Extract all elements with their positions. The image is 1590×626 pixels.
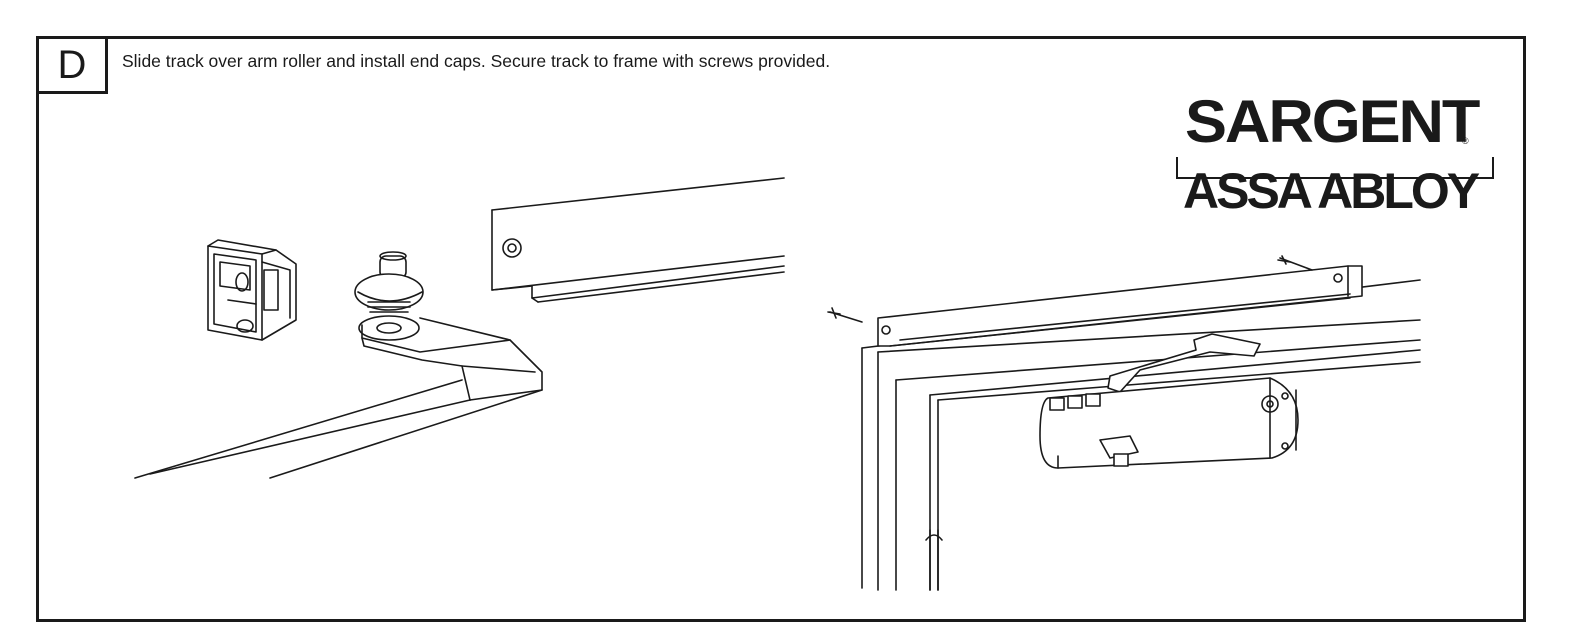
- step-label: D: [36, 36, 108, 94]
- track-drawing: [491, 177, 785, 303]
- registered-mark: ®: [1462, 136, 1469, 146]
- logo-bracket-rule: [1176, 157, 1494, 179]
- assa-abloy-logo: ASSA ABLOY: [1183, 163, 1480, 219]
- sargent-logo: SARGENT: [1185, 88, 1480, 155]
- door-closer-drawing: [1039, 333, 1299, 469]
- mounted-track-drawing: [827, 255, 1363, 347]
- end-cap-drawing: [207, 239, 297, 341]
- arm-roller-drawing: [134, 251, 543, 479]
- instruction-text: Slide track over arm roller and install …: [122, 51, 831, 71]
